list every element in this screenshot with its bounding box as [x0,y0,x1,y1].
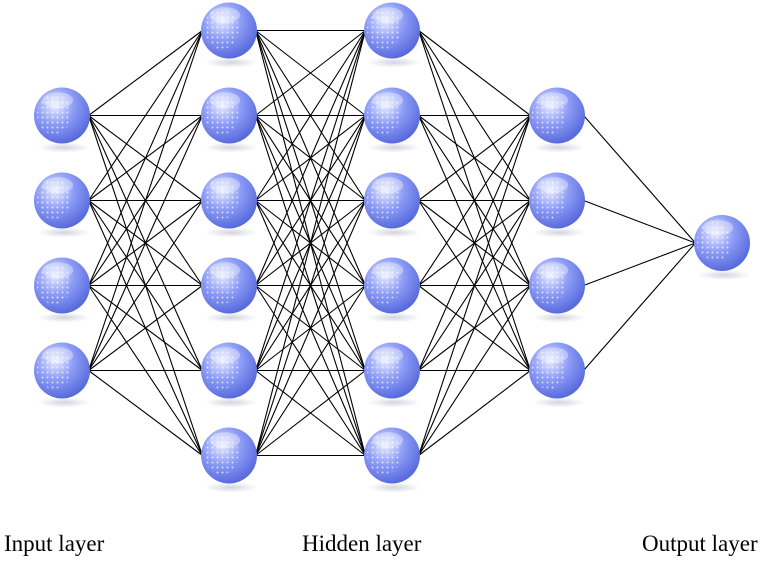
hidden-neuron-l2-n0 [364,2,421,68]
connection-l2-n5-to-l3-n2 [418,285,531,456]
hidden-neuron-l1-n3 [201,257,258,323]
hidden-neuron-l1-n0 [201,2,258,68]
neurons-group [34,2,751,493]
hidden-neuron-l1-n4 [201,342,258,408]
input-layer-label: Input layer [4,531,105,556]
connection-l0-n1-to-l1-n0 [88,30,203,201]
connection-l3-n3-to-l4-n0 [583,242,696,371]
connection-l0-n3-to-l1-n2 [88,200,203,371]
hidden-neuron-l3-n0 [529,87,586,153]
connection-l1-n1-to-l2-n0 [255,30,366,116]
connection-l3-n0-to-l4-n0 [583,115,696,244]
hidden-neuron-l3-n3 [529,342,586,408]
hidden-neuron-l2-n5 [364,427,421,493]
connection-l1-n2-to-l2-n0 [255,30,366,201]
connection-l2-n2-to-l3-n0 [418,115,531,201]
hidden-neuron-l1-n1 [201,87,258,153]
hidden-layer-label: Hidden layer [302,531,422,556]
connection-l0-n3-to-l1-n3 [88,285,203,371]
connection-l0-n3-to-l1-n1 [88,115,203,371]
connection-l2-n5-to-l3-n1 [418,200,531,456]
input-neuron-l0-n3 [34,342,91,408]
connection-l2-n3-to-l3-n0 [418,115,531,286]
output-neuron-l4-n0 [694,215,751,280]
input-neuron-l0-n2 [34,257,91,323]
connection-l0-n3-to-l1-n0 [88,30,203,371]
hidden-neuron-l1-n2 [201,172,258,238]
connection-l1-n4-to-l2-n0 [255,30,366,371]
connection-l1-n5-to-l2-n0 [255,30,366,456]
hidden-neuron-l2-n1 [364,87,421,153]
connection-l0-n0-to-l1-n0 [88,30,203,116]
connection-l0-n3-to-l1-n5 [88,370,203,456]
connection-l0-n2-to-l1-n0 [88,30,203,286]
connection-l3-n2-to-l4-n0 [583,242,696,287]
connection-l2-n5-to-l3-n3 [418,370,531,456]
connection-l1-n5-to-l2-n2 [255,200,366,456]
hidden-neuron-l2-n4 [364,342,421,408]
connections-group [88,29,696,457]
hidden-neuron-l3-n2 [529,257,586,323]
hidden-neuron-l1-n5 [201,427,258,493]
connection-l1-n5-to-l2-n1 [255,115,366,456]
input-neuron-l0-n0 [34,87,91,153]
hidden-neuron-l2-n3 [364,257,421,323]
connection-l2-n0-to-l3-n0 [418,30,531,116]
hidden-neuron-l2-n2 [364,172,421,238]
input-neuron-l0-n1 [34,172,91,238]
connection-l1-n3-to-l2-n0 [255,30,366,286]
connection-l2-n5-to-l3-n0 [418,115,531,456]
connection-l1-n5-to-l2-n3 [255,285,366,456]
connection-l2-n4-to-l3-n0 [418,115,531,371]
output-layer-label: Output layer [642,531,758,556]
connection-l1-n5-to-l2-n4 [255,370,366,456]
connection-l3-n1-to-l4-n0 [583,199,696,244]
hidden-neuron-l3-n1 [529,172,586,238]
